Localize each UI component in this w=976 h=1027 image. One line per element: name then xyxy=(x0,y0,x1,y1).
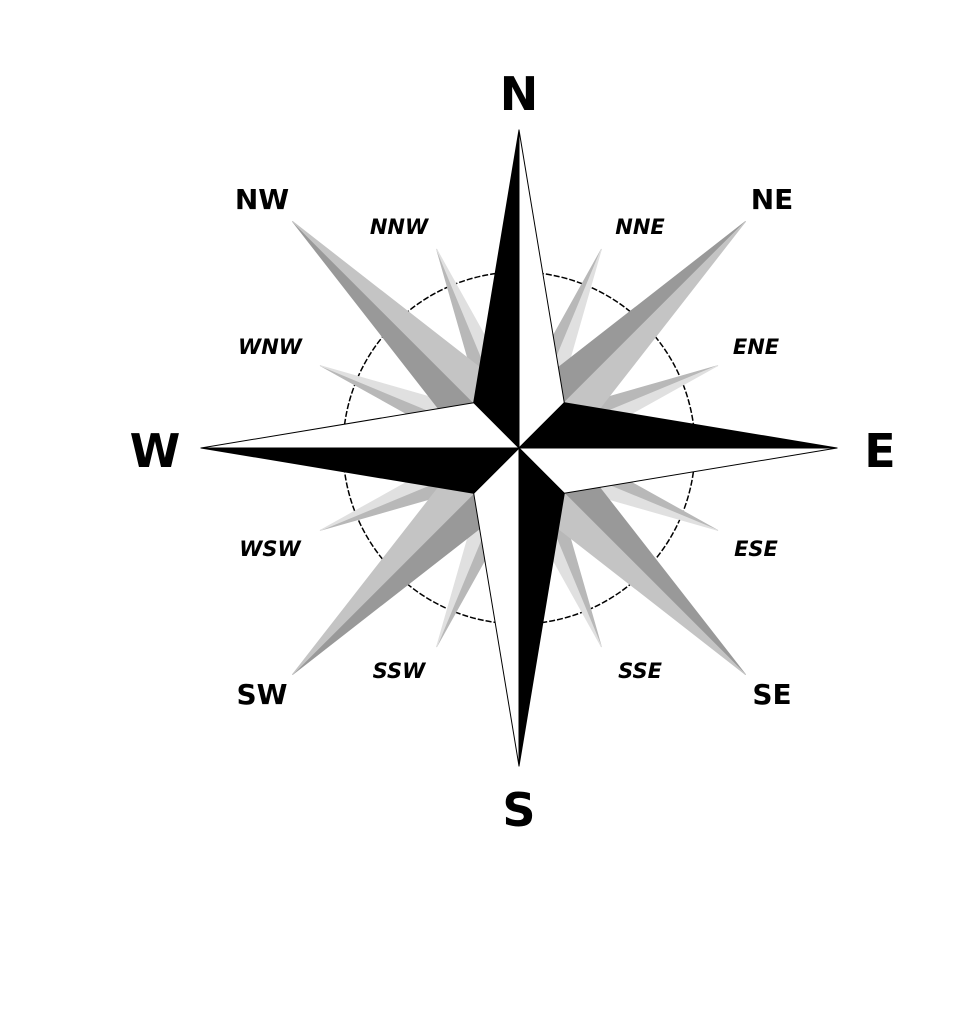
label-wnw: WNW xyxy=(238,335,303,359)
label-ene: ENE xyxy=(733,335,780,359)
label-wsw: WSW xyxy=(239,537,301,561)
label-sw: SW xyxy=(236,678,287,711)
label-nne: NNE xyxy=(615,215,665,239)
label-ssw: SSW xyxy=(373,659,427,683)
point-s-left xyxy=(518,447,565,767)
point-e-right xyxy=(518,447,838,494)
label-ne: NE xyxy=(751,183,794,216)
point-s-right xyxy=(473,447,520,767)
label-w: W xyxy=(130,424,181,478)
point-w-left xyxy=(200,447,520,494)
point-w-right xyxy=(200,402,520,449)
point-n-left xyxy=(473,129,520,449)
label-e: E xyxy=(864,424,895,478)
label-nnw: NNW xyxy=(370,215,429,239)
point-n-right xyxy=(518,129,565,449)
label-ese: ESE xyxy=(734,537,778,561)
label-nw: NW xyxy=(235,183,289,216)
label-n: N xyxy=(500,67,539,121)
label-sse: SSE xyxy=(618,659,663,683)
label-se: SE xyxy=(752,678,791,711)
point-e-left xyxy=(518,402,838,449)
label-s: S xyxy=(502,783,535,837)
